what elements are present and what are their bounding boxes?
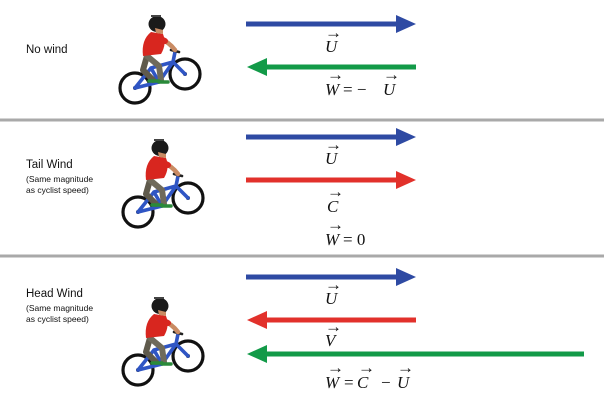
vector-arrow-u [246, 128, 416, 146]
vector-label-v: V → [325, 317, 342, 350]
svg-text:U: U [325, 289, 339, 308]
svg-text:→: → [327, 65, 344, 84]
vector-label-u: U → [325, 135, 342, 168]
vector-arrow-u [246, 268, 416, 286]
cyclist-icon [123, 298, 203, 385]
svg-text:−: − [381, 373, 391, 392]
equation-w-equals-minus-u: W → = − U → [325, 65, 400, 99]
panel-label: Tail Wind [26, 159, 73, 171]
svg-text:→: → [358, 358, 375, 377]
svg-text:→: → [325, 23, 342, 42]
panel-note-line-2: as cyclist speed) [26, 185, 89, 195]
panel-tail-wind: Tail Wind (Same magnitude as cyclist spe… [26, 128, 416, 249]
svg-text:→: → [327, 215, 344, 234]
vector-arrow-v [247, 311, 416, 329]
panel-no-wind: No wind U → W → = − U → [26, 15, 416, 103]
svg-text:U: U [383, 80, 397, 99]
vector-arrow-u [246, 15, 416, 33]
panel-label: Head Wind [26, 288, 83, 300]
cyclist-icon [123, 140, 203, 227]
equation-w-equals-c-minus-u: W → = C → − U → [325, 358, 414, 392]
panel-head-wind: Head Wind (Same magnitude as cyclist spe… [26, 268, 584, 392]
svg-text:W: W [325, 80, 341, 99]
vector-arrow-w [247, 345, 584, 363]
svg-text:=: = [344, 373, 354, 392]
svg-text:C: C [327, 197, 339, 216]
vector-label-u: U → [325, 23, 342, 56]
svg-text:V: V [325, 331, 338, 350]
vector-label-u: U → [325, 275, 342, 308]
vector-arrow-w [247, 58, 416, 76]
svg-text:W: W [325, 230, 341, 249]
svg-text:W: W [325, 373, 341, 392]
equation-w-equals-zero: W → = 0 [325, 215, 365, 249]
cyclist-icon [120, 16, 200, 103]
svg-text:U: U [397, 373, 411, 392]
svg-text:→: → [397, 358, 414, 377]
panel-note-line-1: (Same magnitude [26, 303, 93, 313]
svg-text:U: U [325, 37, 339, 56]
svg-text:→: → [325, 275, 342, 294]
svg-text:= −: = − [343, 80, 366, 99]
svg-text:→: → [327, 358, 344, 377]
svg-text:C: C [357, 373, 369, 392]
panel-label: No wind [26, 44, 68, 56]
svg-text:→: → [383, 65, 400, 84]
vector-arrow-c [246, 171, 416, 189]
panel-note-line-2: as cyclist speed) [26, 314, 89, 324]
svg-text:U: U [325, 149, 339, 168]
panel-note-line-1: (Same magnitude [26, 174, 93, 184]
svg-text:→: → [327, 182, 344, 201]
svg-text:→: → [325, 317, 342, 336]
svg-text:= 0: = 0 [343, 230, 365, 249]
vector-label-c: C → [327, 182, 344, 216]
svg-text:→: → [325, 135, 342, 154]
